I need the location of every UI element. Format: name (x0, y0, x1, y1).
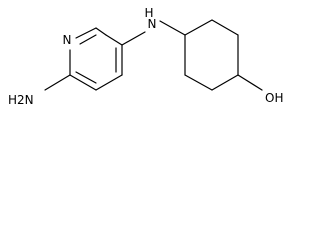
bond-c8-c9 (211, 19, 239, 36)
bond-nh-c7 (159, 20, 186, 36)
bond-c7-c8 (184, 19, 213, 36)
bond-c5-nh2 (44, 74, 71, 91)
bond-c1-c2 (105, 34, 123, 46)
atom-label-amine-h: H (144, 6, 153, 20)
bond-n1-c1 (75, 27, 97, 39)
bond-c11-c12 (184, 74, 213, 91)
bond-c2-nh (121, 31, 146, 46)
bond-c3-c4 (95, 74, 123, 91)
bond-c1-c1b (95, 27, 107, 36)
bond-c10-c11 (211, 74, 239, 91)
atom-label-hydroxyl: OH (265, 91, 283, 105)
bond-n1-c1-inner (79, 34, 97, 45)
atom-label-amine-n: N (148, 17, 157, 31)
molecule-diagram: N H N H2N OH (0, 0, 318, 110)
bond-c4-c5-inner (75, 71, 97, 84)
bond-c4-c5 (69, 74, 97, 91)
atom-label-ring-n: N (63, 33, 72, 47)
atom-label-amino: H2N (8, 93, 34, 107)
structure-svg: N H N H2N OH (8, 6, 283, 107)
bond-c10-oh (237, 74, 263, 91)
